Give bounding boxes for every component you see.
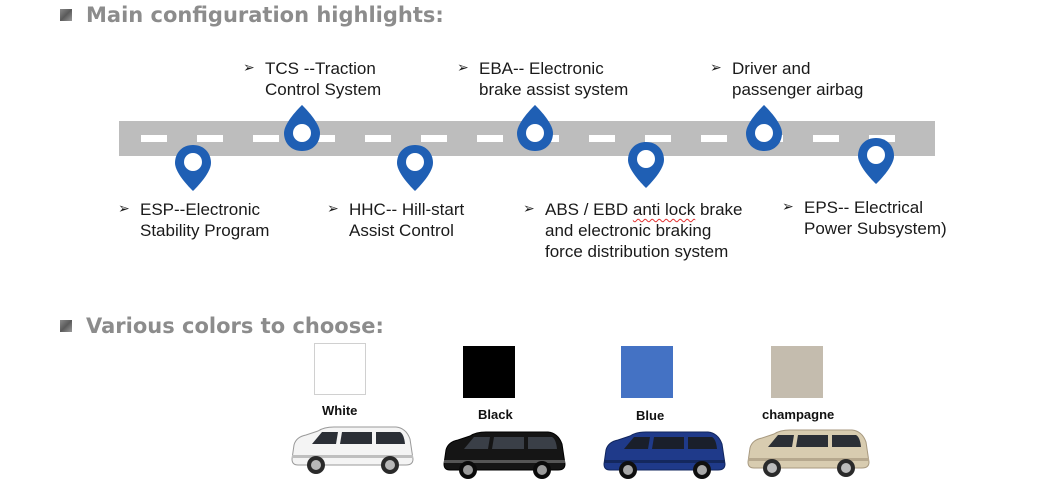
config-heading: Main configuration highlights: xyxy=(60,3,444,27)
colors-heading-text: Various colors to choose: xyxy=(86,314,384,338)
color-swatch-champagne[interactable] xyxy=(771,346,823,398)
arrow-bullet-icon: ➢ xyxy=(523,201,535,217)
colors-heading: Various colors to choose: xyxy=(60,314,384,338)
feature-line: Assist Control xyxy=(349,221,454,240)
arrow-bullet-icon: ➢ xyxy=(243,60,255,76)
feature-line: Control System xyxy=(265,80,382,99)
arrow-bullet-icon: ➢ xyxy=(457,60,469,76)
feature-line: passenger airbag xyxy=(732,80,864,99)
arrow-bullet-icon: ➢ xyxy=(782,199,794,215)
feature-eps: ➢ EPS-- Electrical Power Subsystem) xyxy=(782,197,947,239)
feature-line: Power Subsystem) xyxy=(804,219,947,238)
feature-line: Stability Program xyxy=(140,221,270,240)
map-pin-icon xyxy=(175,145,211,191)
map-pin-icon xyxy=(397,145,433,191)
feature-text: ABS / EBD xyxy=(545,200,633,219)
feature-eba: ➢ EBA-- Electronic brake assist system xyxy=(457,58,628,100)
feature-hhc: ➢ HHC-- Hill-start Assist Control xyxy=(327,199,464,241)
van-image-white xyxy=(291,426,414,474)
color-label-black: Black xyxy=(478,407,513,422)
color-swatch-white[interactable] xyxy=(314,343,366,395)
feature-line: ABS / EBD anti lock brake xyxy=(545,199,743,220)
square-bullet-icon xyxy=(60,9,72,21)
feature-line: ESP--Electronic xyxy=(140,200,260,219)
van-image-champagne xyxy=(747,429,870,477)
map-pin-icon xyxy=(628,142,664,188)
spellcheck-text: anti lock xyxy=(632,200,696,219)
arrow-bullet-icon: ➢ xyxy=(118,201,130,217)
feature-line: brake assist system xyxy=(479,80,629,99)
color-label-white: White xyxy=(322,403,358,418)
feature-tcs: ➢ TCS --Traction Control System xyxy=(243,58,381,100)
config-heading-text: Main configuration highlights: xyxy=(86,3,444,27)
feature-line: Driver and xyxy=(732,59,811,78)
arrow-bullet-icon: ➢ xyxy=(710,60,722,76)
feature-text: brake xyxy=(695,200,743,219)
feature-abs-ebd: ➢ ABS / EBD anti lock brake and electron… xyxy=(523,199,743,262)
square-bullet-icon xyxy=(60,320,72,332)
map-pin-icon xyxy=(517,105,553,151)
map-pin-icon xyxy=(284,105,320,151)
color-swatch-blue[interactable] xyxy=(621,346,673,398)
color-label-blue: Blue xyxy=(636,408,665,423)
color-label-champagne: champagne xyxy=(762,407,835,422)
feature-line: HHC-- Hill-start xyxy=(349,200,465,219)
map-pin-icon xyxy=(858,138,894,184)
feature-line: force distribution system xyxy=(545,242,729,261)
feature-line: EPS-- Electrical xyxy=(804,198,924,217)
color-swatch-black[interactable] xyxy=(463,346,515,398)
feature-line: TCS --Traction xyxy=(265,59,376,78)
feature-line: EBA-- Electronic xyxy=(479,59,604,78)
feature-line: and electronic braking xyxy=(545,221,712,240)
van-image-blue xyxy=(603,431,726,479)
arrow-bullet-icon: ➢ xyxy=(327,201,339,217)
feature-airbag: ➢ Driver and passenger airbag xyxy=(710,58,863,100)
feature-esp: ➢ ESP--Electronic Stability Program xyxy=(118,199,269,241)
van-image-black xyxy=(443,431,566,479)
map-pin-icon xyxy=(746,105,782,151)
